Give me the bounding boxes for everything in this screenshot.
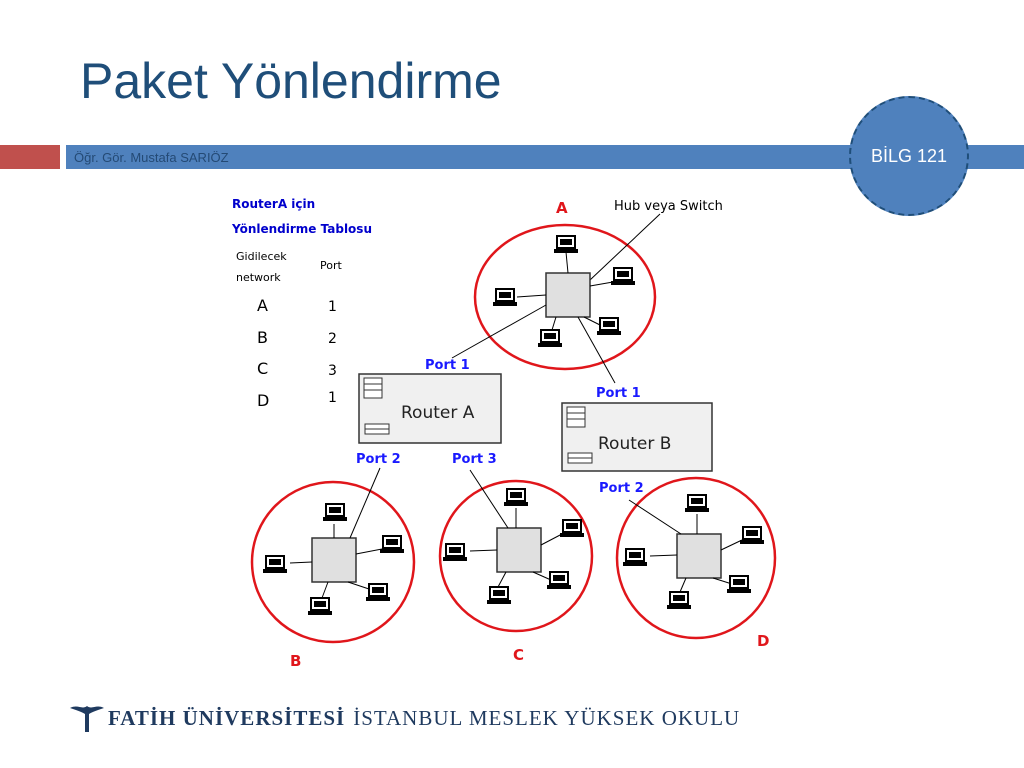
pc-icon: [322, 503, 348, 522]
pc-icon: [262, 555, 288, 574]
link-router-b-port1: [577, 316, 616, 384]
link: [321, 581, 329, 599]
link: [516, 294, 547, 298]
link: [355, 548, 383, 555]
link-router-a-port1: [451, 304, 547, 359]
router-a-panel: [363, 377, 383, 399]
network-b-label: B: [290, 652, 301, 670]
hub-c: [496, 527, 542, 573]
link: [565, 251, 569, 274]
link: [679, 577, 687, 593]
table-title-line1: RouterA için: [232, 197, 315, 211]
pc-icon: [610, 267, 636, 286]
link: [532, 571, 552, 581]
router-a-port2-label: Port 2: [356, 452, 401, 467]
pc-icon: [307, 597, 333, 616]
hub-a: [545, 272, 591, 318]
network-d-ring: [615, 476, 777, 640]
pc-icon: [442, 543, 468, 562]
router-a-label: Router A: [401, 403, 475, 423]
table-row-network: B: [257, 328, 268, 347]
pc-icon: [739, 526, 765, 545]
network-d-label: D: [757, 632, 769, 650]
table-col-network-line2: network: [236, 271, 281, 284]
pc-icon: [365, 583, 391, 602]
table-row-network: D: [257, 391, 269, 410]
table-title-line2: Yönlendirme Tablosu: [231, 222, 372, 236]
pc-icon: [546, 571, 572, 590]
router-b-port1-label: Port 1: [596, 386, 641, 401]
university-logo-icon: [70, 706, 104, 732]
pc-icon: [726, 575, 752, 594]
link: [540, 533, 563, 546]
pc-icon: [553, 235, 579, 254]
table-row-network: C: [257, 359, 268, 378]
network-c-ring: [438, 479, 594, 633]
course-badge: BİLG 121: [849, 96, 969, 216]
pc-icon: [596, 317, 622, 336]
link: [583, 316, 601, 326]
pc-icon: [666, 591, 692, 610]
pc-icon: [379, 535, 405, 554]
link: [720, 539, 743, 551]
footer-university: FATİH ÜNİVERSİTESİ: [108, 705, 346, 730]
table-row-port: 2: [328, 331, 337, 347]
course-badge-label: BİLG 121: [870, 145, 948, 166]
author-label: Öğr. Gör. Mustafa SARIÖZ: [74, 150, 229, 165]
router-a-port1-label: Port 1: [425, 358, 470, 373]
pc-icon: [492, 288, 518, 307]
network-a-ring: [473, 223, 657, 371]
footer: FATİH ÜNİVERSİTESİ İSTANBUL MESLEK YÜKSE…: [66, 700, 866, 736]
router-a-port3-label: Port 3: [452, 452, 497, 467]
link-router-b-port2: [628, 499, 682, 535]
pc-icon: [486, 586, 512, 605]
table-col-network-line1: Gidilecek: [236, 250, 287, 263]
accent-bar-red: [0, 145, 60, 169]
link: [469, 549, 498, 552]
hub-d: [676, 533, 722, 579]
slide-title: Paket Yönlendirme: [80, 53, 502, 109]
pc-icon: [622, 548, 648, 567]
network-c-label: C: [513, 646, 524, 664]
link: [649, 554, 678, 557]
pc-icon: [559, 519, 585, 538]
link: [289, 561, 313, 564]
link: [712, 577, 733, 585]
router-b-label: Router B: [598, 434, 671, 454]
footer-school: İSTANBUL MESLEK YÜKSEK OKULU: [353, 705, 741, 730]
pc-icon: [537, 329, 563, 348]
pc-icon: [684, 494, 710, 513]
link-router-a-port2: [349, 467, 381, 539]
router-b-panel: [566, 406, 586, 428]
network-a-label: A: [556, 199, 568, 217]
hub-label: Hub veya Switch: [614, 199, 723, 214]
network-b-ring: [250, 480, 416, 644]
table-row-port: 3: [328, 363, 337, 379]
link: [589, 281, 614, 287]
pc-icon: [503, 488, 529, 507]
table-row-port: 1: [328, 390, 337, 406]
link-router-a-port3: [469, 469, 509, 529]
table-row-port: 1: [328, 299, 337, 315]
table-row-network: A: [257, 296, 268, 315]
link: [497, 571, 507, 588]
hub-b: [311, 537, 357, 583]
table-col-port: Port: [320, 259, 342, 272]
link: [551, 316, 557, 331]
hub-label-pointer: [589, 213, 661, 281]
router-b-port2-label: Port 2: [599, 481, 644, 496]
